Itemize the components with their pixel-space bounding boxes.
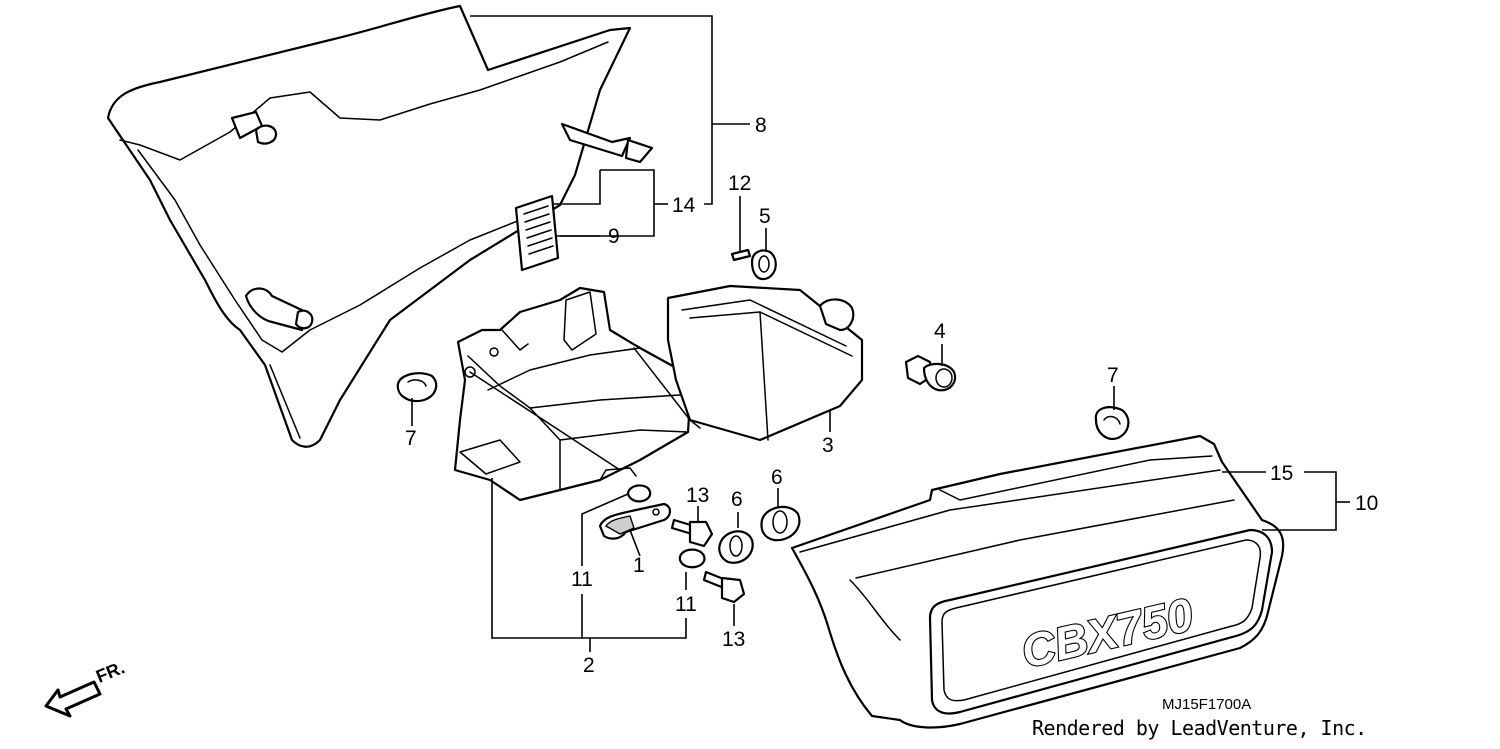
callout-numbers: 8 14 9 12 5 4 7 7 3 15 10 6 6 13 1 11 11… [405, 114, 1378, 677]
callout-1: 1 [633, 554, 645, 577]
label-sticker-part-9[interactable] [514, 194, 560, 272]
callout-2: 2 [583, 654, 595, 677]
callout-15: 15 [1270, 462, 1293, 485]
grommet-part-7-right[interactable] [1094, 406, 1130, 440]
callout-7-right: 7 [1107, 364, 1119, 387]
battery-box-part-2[interactable] [453, 286, 692, 502]
grommet-part-7-left[interactable] [396, 372, 438, 403]
callout-10: 10 [1355, 492, 1378, 515]
callout-7-left: 7 [405, 427, 417, 450]
bolt-part-13-lower[interactable] [702, 570, 746, 604]
callout-8: 8 [755, 114, 767, 137]
clamp-part-1[interactable] [598, 502, 672, 540]
collar-part-11-lower[interactable] [678, 548, 706, 569]
callout-14: 14 [672, 194, 696, 217]
callout-11-upper: 11 [571, 568, 593, 591]
leader-lines [411, 15, 1350, 652]
key-lock-part-4[interactable] [904, 354, 957, 392]
callout-6-left: 6 [731, 488, 743, 511]
right-side-cover-part-10[interactable]: CBX750 [790, 434, 1285, 729]
callout-13-lower: 13 [722, 628, 745, 651]
callout-6-right: 6 [771, 466, 783, 489]
callout-11-lower: 11 [675, 593, 697, 616]
collar-part-11-upper[interactable] [626, 484, 652, 503]
callout-4: 4 [934, 320, 946, 343]
callout-13-upper: 13 [686, 484, 709, 507]
bolt-part-13-upper[interactable] [670, 518, 714, 548]
callout-5: 5 [759, 205, 771, 228]
callout-12: 12 [728, 172, 751, 195]
pin-part-12[interactable] [730, 248, 752, 262]
left-side-cover-part-8[interactable] [106, 4, 654, 448]
render-credit: Rendered by LeadVenture, Inc. [1032, 716, 1367, 740]
grommet-part-6-right[interactable] [760, 505, 801, 542]
callout-3: 3 [822, 434, 834, 457]
grommet-part-5[interactable] [750, 249, 777, 281]
rubber-cover-part-3[interactable] [633, 284, 864, 442]
front-direction-arrow-icon [44, 680, 102, 718]
grommet-part-6-left[interactable] [718, 530, 754, 564]
diagram-reference-code: MJ15F1700A [1162, 696, 1252, 713]
callout-9: 9 [608, 225, 620, 248]
